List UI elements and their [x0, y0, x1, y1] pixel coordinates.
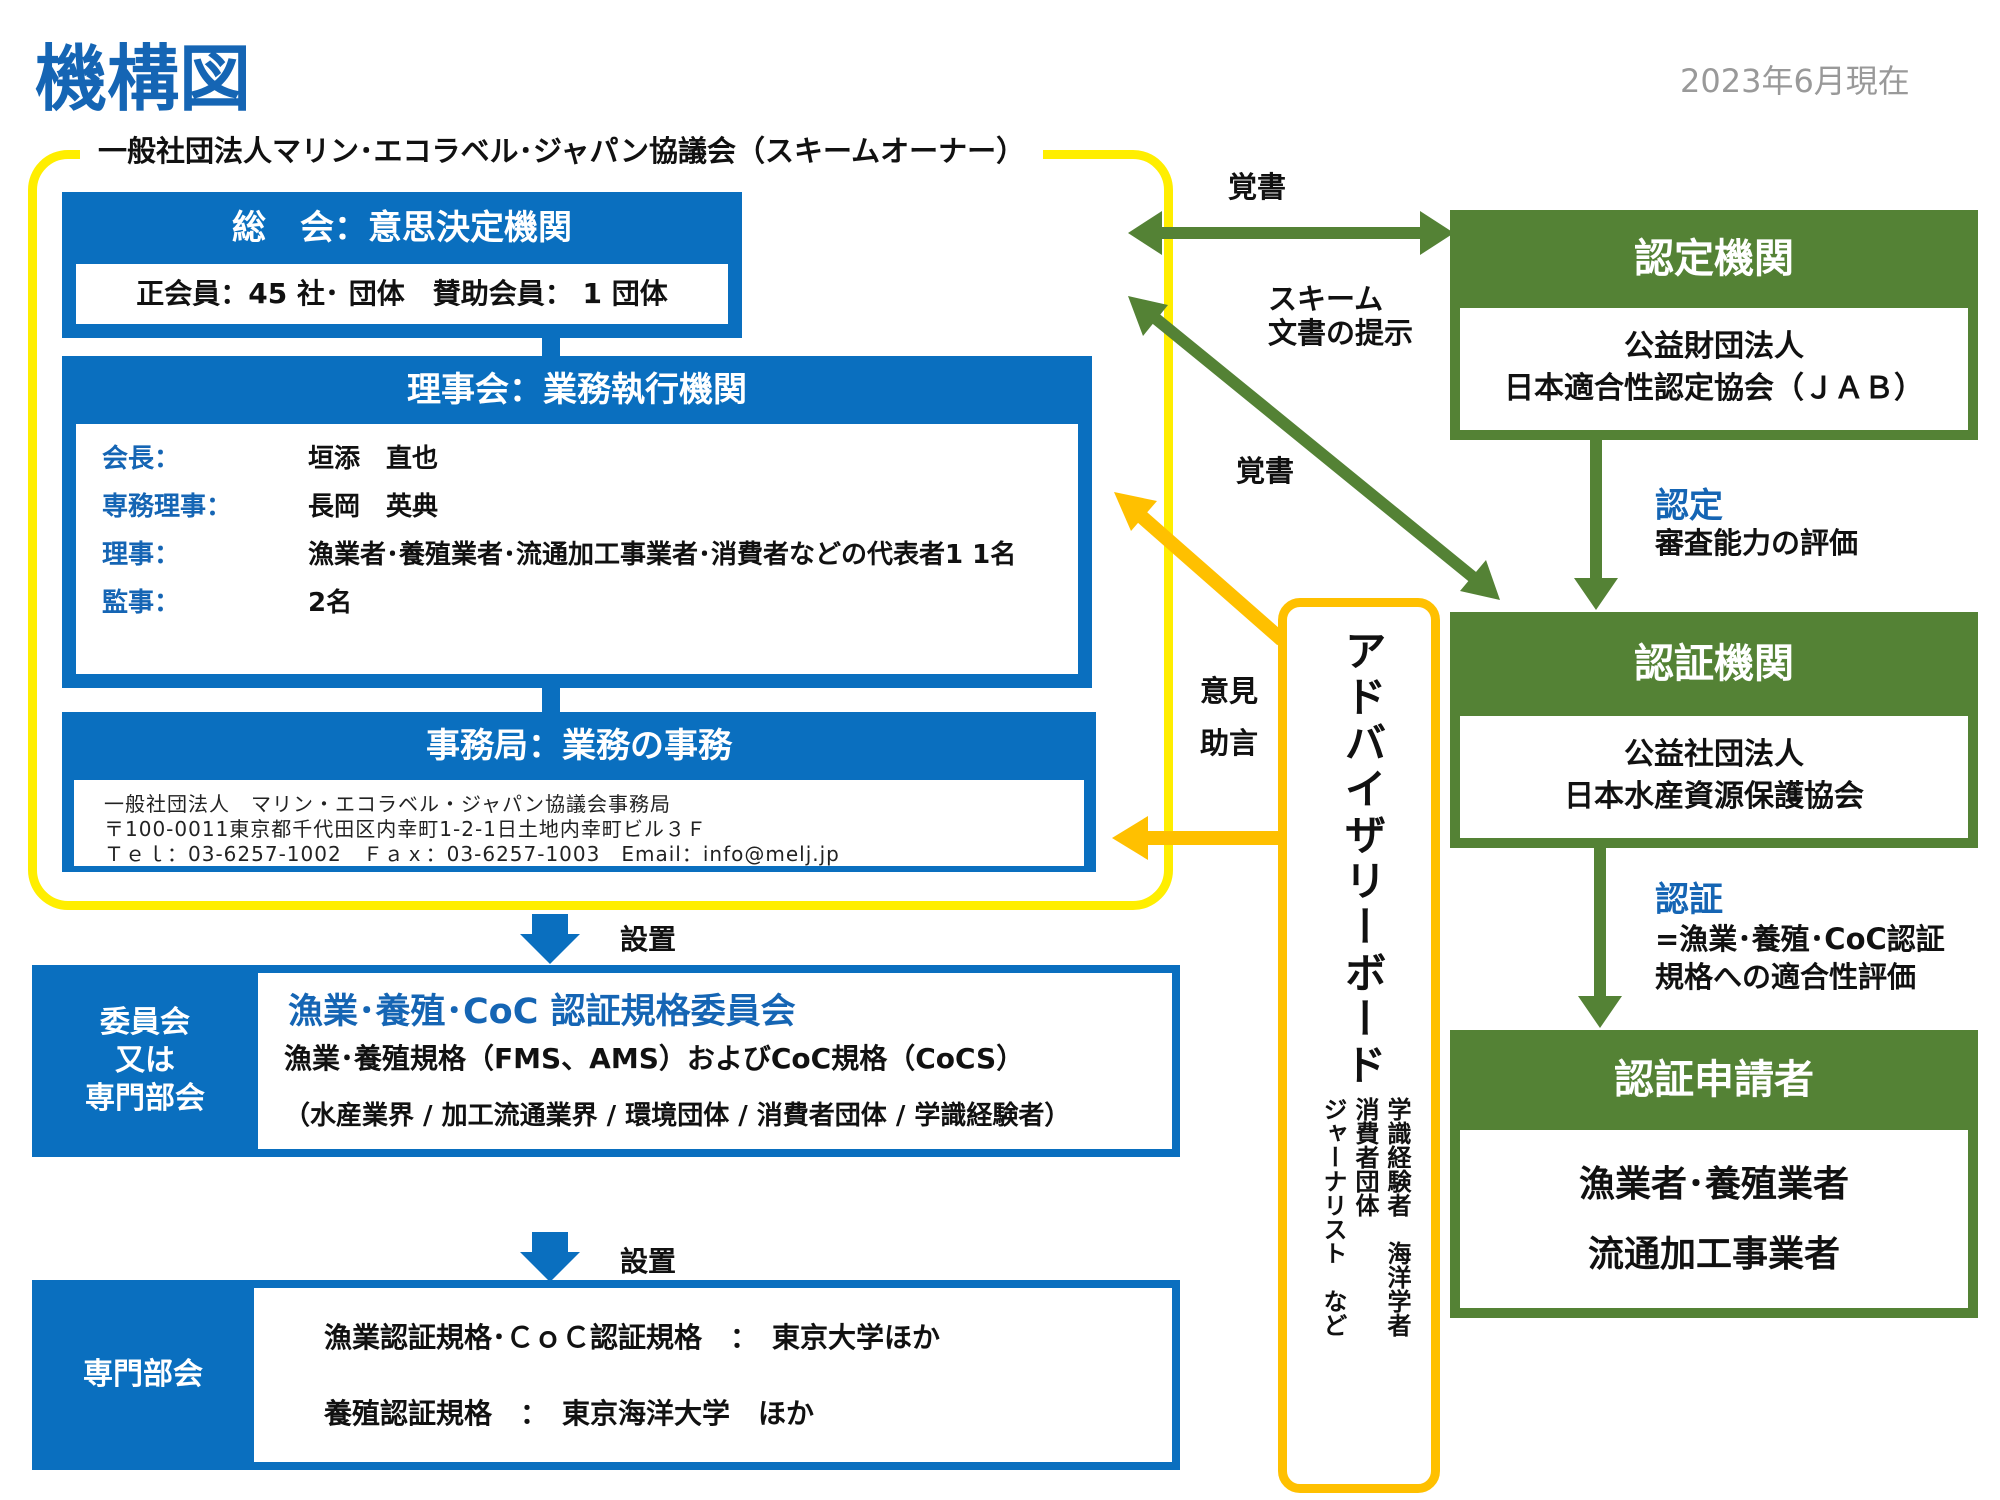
accreditation-body-content: 公益財団法人 日本適合性認定協会（ＪＡＢ）: [1460, 308, 1968, 430]
accreditation-body-box: 認定機関 公益財団法人 日本適合性認定協会（ＪＡＢ）: [1450, 210, 1978, 440]
board-row-value: 漁業者･養殖業者･流通加工事業者･消費者などの代表者1 1名: [308, 540, 1017, 570]
committee-members: （水産業界 / 加工流通業界 / 環境団体 / 消費者団体 / 学識経験者）: [284, 1101, 1071, 1131]
general-assembly-box: 総 会：意思決定機関 正会員：45 社･ 団体 賛助会員： 1 団体: [62, 192, 742, 338]
setchi-arrow-stem-1: [532, 914, 568, 934]
subcommittee-box: 専門部会 漁業認証規格･ＣｏＣ認証規格 ： 東京大学ほか 養殖認証規格 ： 東京…: [32, 1280, 1180, 1470]
applicant-line: 漁業者･養殖業者: [1578, 1164, 1849, 1205]
applicant-line: 流通加工事業者: [1587, 1234, 1840, 1275]
setchi-arrow-head-2: [520, 1252, 580, 1282]
general-assembly-members-box: 正会員：45 社･ 団体 賛助会員： 1 団体: [76, 264, 728, 324]
committee-title: 漁業･養殖･CoC 認証規格委員会: [288, 992, 796, 1032]
opinion-label: 意見: [1200, 674, 1259, 708]
board-row-label: 理事：: [102, 540, 181, 570]
setchi-label-2: 設置: [620, 1245, 677, 1278]
memo-arrow: [1128, 211, 1454, 255]
scheme-arrow: [1128, 296, 1500, 600]
setchi-arrow-stem-2: [532, 1232, 568, 1252]
scheme-owner-label: 一般社団法人マリン･エコラベル･ジャパン協議会（スキームオーナー）: [80, 128, 1044, 170]
page-title: 機構図: [35, 37, 252, 121]
accreditation-body-title: 認定機関: [1634, 236, 1794, 282]
certification-description: 規格への適合性評価: [1655, 960, 1917, 994]
setchi-arrow-head-1: [520, 934, 580, 964]
advisory-board-box: アドバイザリーボード 学識経験者 海洋学者 消費者団体 ジャーナリスト など: [1278, 598, 1440, 1493]
applicant-title: 認証申請者: [1614, 1057, 1814, 1103]
accreditation-description: 審査能力の評価: [1655, 526, 1859, 560]
committee-side-label: 委員会 又は 専門部会: [32, 965, 258, 1157]
board-row-label: 監事：: [102, 588, 181, 618]
certification-body-box: 認証機関 公益社団法人 日本水産資源保護協会: [1450, 612, 1978, 848]
committee-content-box: 漁業･養殖･CoC 認証規格委員会 漁業･養殖規格（FMS、AMS）およびCoC…: [258, 973, 1172, 1149]
committee-side-line: 専門部会: [85, 1081, 205, 1116]
certification-body-title: 認証機関: [1634, 641, 1794, 687]
subcommittee-line: 養殖認証規格 ： 東京海洋大学 ほか: [324, 1397, 815, 1430]
advisory-board-members: 学識経験者 海洋学者: [1383, 1097, 1411, 1337]
date-label: 2023年6月現在: [1680, 62, 1910, 100]
secretariat-line: 〒100-0011東京都千代田区内幸町1-2-1日土地内幸町ビル３Ｆ: [104, 817, 707, 841]
advisory-board-members: 消費者団体: [1351, 1097, 1379, 1217]
memo-label-1: 覚書: [1228, 170, 1287, 204]
scheme-label: 文書の提示: [1268, 316, 1414, 350]
memo-label-2: 覚書: [1236, 454, 1295, 488]
applicant-content: 漁業者･養殖業者 流通加工事業者: [1460, 1130, 1968, 1308]
board-row-value: 長岡 英典: [308, 492, 439, 522]
advisory-board-members: ジャーナリスト など: [1319, 1097, 1347, 1337]
board-box: 理事会：業務執行機関 会長： 垣添 直也 専務理事： 長岡 英典 理事： 漁業者…: [62, 356, 1092, 688]
accreditation-label: 認定: [1655, 486, 1723, 526]
opinion-arrow: [1114, 492, 1287, 646]
subcommittee-side-label: 専門部会: [83, 1357, 203, 1392]
connector-board-secretariat: [542, 686, 560, 714]
secretariat-line: Ｔｅｌ：03-6257-1002 Ｆａｘ：03-6257-1003 Email：…: [104, 842, 840, 866]
general-assembly-members: 正会員：45 社･ 団体 賛助会員： 1 団体: [136, 277, 668, 310]
certification-body-line: 日本水産資源保護協会: [1564, 779, 1864, 814]
subcommittee-line: 漁業認証規格･ＣｏＣ認証規格 ： 東京大学ほか: [324, 1321, 941, 1354]
certification-description: =漁業･養殖･CoC認証: [1655, 922, 1945, 956]
secretariat-title: 事務局：業務の事務: [426, 726, 732, 766]
certification-body-content: 公益社団法人 日本水産資源保護協会: [1460, 716, 1968, 838]
certification-arrow: [1578, 848, 1622, 1028]
committee-standards: 漁業･養殖規格（FMS、AMS）およびCoC規格（CoCS）: [284, 1042, 1025, 1075]
certification-body-line: 公益社団法人: [1624, 737, 1804, 772]
general-assembly-title: 総 会：意思決定機関: [232, 208, 572, 248]
advice-arrow: [1112, 816, 1282, 860]
committee-box: 委員会 又は 専門部会 漁業･養殖･CoC 認証規格委員会 漁業･養殖規格（FM…: [32, 965, 1180, 1157]
subcommittee-content-box: 漁業認証規格･ＣｏＣ認証規格 ： 東京大学ほか 養殖認証規格 ： 東京海洋大学 …: [254, 1288, 1172, 1462]
setchi-label-1: 設置: [620, 923, 677, 956]
connector-assembly-board: [542, 336, 560, 358]
board-row-label: 会長：: [102, 444, 181, 474]
applicant-box: 認証申請者 漁業者･養殖業者 流通加工事業者: [1450, 1030, 1978, 1318]
advice-label: 助言: [1200, 726, 1259, 760]
board-row-label: 専務理事：: [102, 492, 233, 522]
accreditation-arrow: [1574, 440, 1618, 610]
board-row-value: 2名: [308, 588, 353, 618]
board-title: 理事会：業務執行機関: [407, 370, 747, 410]
committee-side-line: 委員会: [100, 1005, 190, 1040]
secretariat-line: 一般社団法人 マリン・エコラベル・ジャパン協議会事務局: [104, 792, 671, 816]
board-members-box: 会長： 垣添 直也 専務理事： 長岡 英典 理事： 漁業者･養殖業者･流通加工事…: [76, 424, 1078, 674]
accreditation-body-line: 公益財団法人: [1624, 329, 1804, 364]
secretariat-box: 事務局：業務の事務 一般社団法人 マリン・エコラベル・ジャパン協議会事務局 〒1…: [62, 712, 1096, 872]
board-row-value: 垣添 直也: [308, 444, 439, 474]
committee-side-line: 又は: [115, 1043, 175, 1078]
certification-label: 認証: [1655, 880, 1723, 920]
accreditation-body-line: 日本適合性認定協会（ＪＡＢ）: [1504, 371, 1924, 406]
advisory-board-title: アドバイザリーボード: [1338, 629, 1387, 1089]
secretariat-info-box: 一般社団法人 マリン・エコラベル・ジャパン協議会事務局 〒100-0011東京都…: [74, 780, 1084, 866]
scheme-label: スキーム: [1268, 282, 1384, 316]
